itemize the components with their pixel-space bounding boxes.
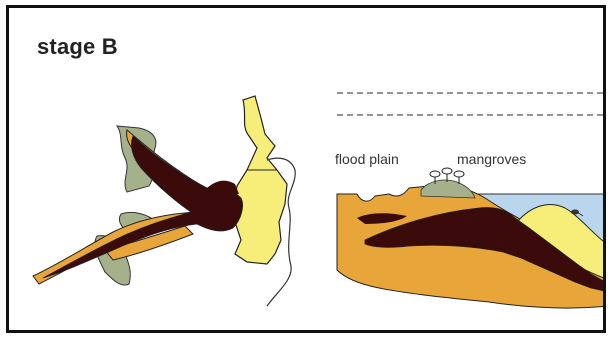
stage-b-diagram xyxy=(9,8,606,333)
cross-section xyxy=(337,93,606,308)
yellow-beach-body xyxy=(233,96,287,264)
mangrove-mound xyxy=(421,180,475,198)
diagram-frame: stage B flood plain mangroves xyxy=(6,5,606,333)
mangrove-trees-icon xyxy=(430,168,464,184)
map-view xyxy=(33,96,295,306)
